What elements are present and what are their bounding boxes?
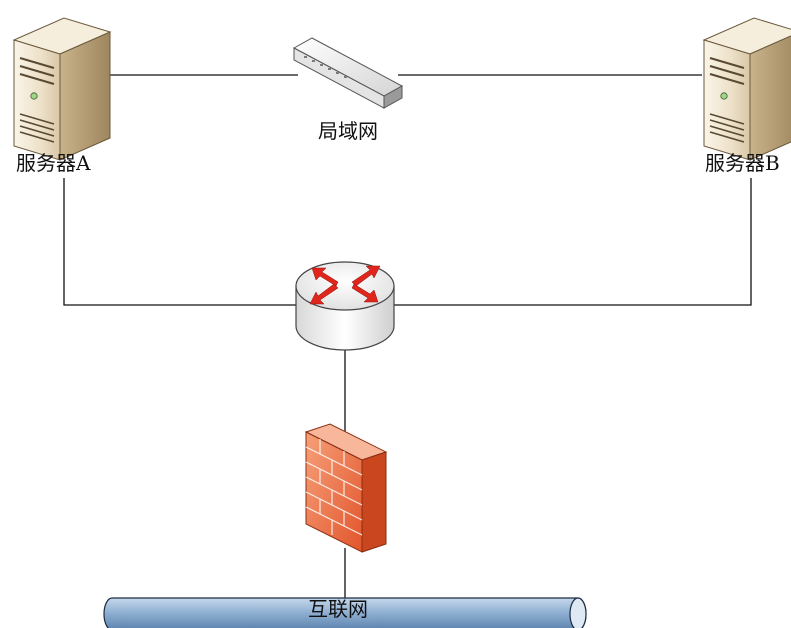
- router[interactable]: [295, 261, 395, 351]
- internet-label: 互联网: [308, 597, 368, 621]
- server-a[interactable]: 服务器A: [12, 17, 112, 175]
- server-tower-icon: [702, 17, 791, 161]
- server-b[interactable]: 服务器B: [702, 17, 791, 175]
- firewall[interactable]: [304, 423, 388, 553]
- lan-switch-label: 局域网: [318, 119, 378, 143]
- link-server-a-router: [63, 178, 296, 306]
- internet[interactable]: 互联网: [103, 597, 587, 628]
- switch-icon: [292, 37, 404, 109]
- server-a-label: 服务器A: [16, 151, 91, 175]
- server-b-label: 服务器B: [705, 151, 780, 175]
- connection-lines: [63, 74, 752, 598]
- router-icon: [295, 261, 395, 351]
- firewall-brick-icon: [304, 423, 388, 553]
- server-tower-icon: [12, 17, 112, 161]
- pipe-bus-icon: [103, 597, 587, 628]
- link-router-server-b: [394, 178, 752, 306]
- lan-switch[interactable]: 局域网: [292, 37, 404, 143]
